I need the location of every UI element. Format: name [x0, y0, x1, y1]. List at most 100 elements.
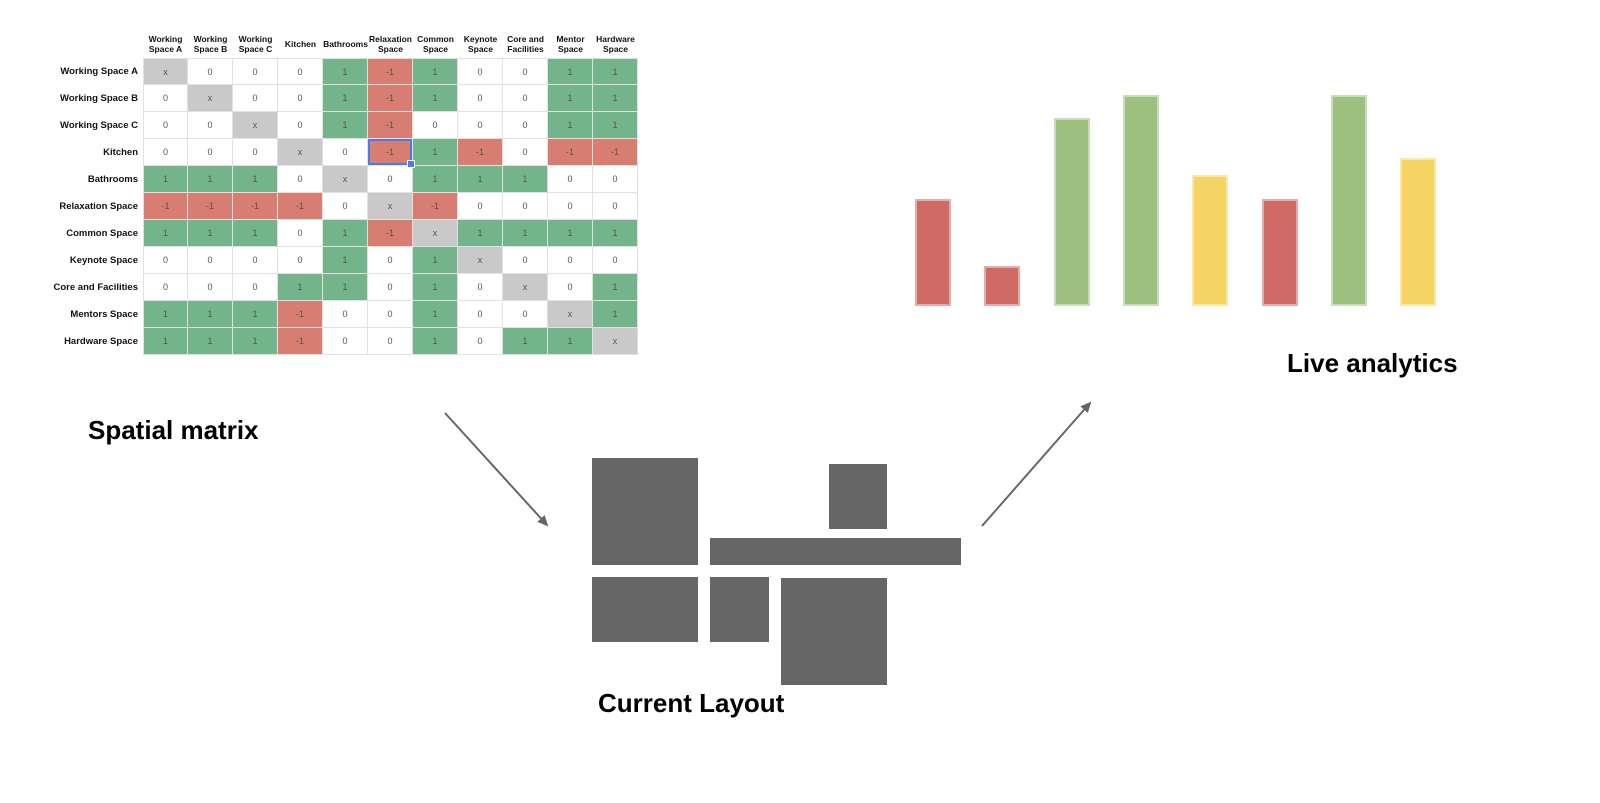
matrix-cell[interactable]: 0 — [143, 139, 188, 166]
matrix-cell[interactable]: x — [188, 85, 233, 112]
matrix-cell[interactable]: 0 — [143, 112, 188, 139]
matrix-cell[interactable]: 0 — [233, 139, 278, 166]
matrix-cell[interactable]: -1 — [233, 193, 278, 220]
matrix-cell[interactable]: 0 — [368, 328, 413, 355]
matrix-cell[interactable]: 0 — [323, 193, 368, 220]
matrix-cell[interactable]: 1 — [143, 328, 188, 355]
matrix-cell[interactable]: 1 — [503, 328, 548, 355]
matrix-cell[interactable]: 1 — [548, 112, 593, 139]
matrix-cell[interactable]: 0 — [503, 193, 548, 220]
matrix-cell[interactable]: 0 — [188, 112, 233, 139]
matrix-cell[interactable]: 0 — [458, 112, 503, 139]
matrix-cell[interactable]: 0 — [368, 247, 413, 274]
matrix-cell[interactable]: 1 — [593, 301, 638, 328]
matrix-cell[interactable]: 1 — [278, 274, 323, 301]
matrix-cell[interactable]: 1 — [323, 58, 368, 85]
matrix-cell[interactable]: 1 — [413, 301, 458, 328]
matrix-cell[interactable]: 1 — [188, 220, 233, 247]
matrix-cell[interactable]: 1 — [143, 220, 188, 247]
matrix-cell[interactable]: x — [458, 247, 503, 274]
matrix-cell[interactable]: 0 — [368, 274, 413, 301]
matrix-cell[interactable]: 1 — [143, 166, 188, 193]
matrix-cell[interactable]: -1 — [278, 193, 323, 220]
matrix-cell[interactable]: 1 — [413, 58, 458, 85]
matrix-cell[interactable]: 1 — [593, 85, 638, 112]
matrix-cell[interactable]: 1 — [413, 328, 458, 355]
matrix-cell[interactable]: 1 — [503, 220, 548, 247]
matrix-cell[interactable]: 1 — [413, 166, 458, 193]
matrix-cell[interactable]: 0 — [323, 139, 368, 166]
matrix-cell[interactable]: -1 — [278, 328, 323, 355]
matrix-cell[interactable]: 0 — [503, 112, 548, 139]
matrix-cell[interactable]: 0 — [458, 274, 503, 301]
matrix-cell[interactable]: 0 — [593, 247, 638, 274]
matrix-cell[interactable]: 1 — [458, 166, 503, 193]
matrix-cell[interactable]: 1 — [548, 58, 593, 85]
matrix-cell[interactable]: -1 — [368, 85, 413, 112]
matrix-cell[interactable]: 0 — [143, 247, 188, 274]
matrix-cell[interactable]: 1 — [323, 85, 368, 112]
matrix-cell[interactable]: 0 — [548, 166, 593, 193]
matrix-cell[interactable]: 0 — [503, 58, 548, 85]
matrix-cell[interactable]: 1 — [503, 166, 548, 193]
matrix-cell[interactable]: 0 — [593, 166, 638, 193]
matrix-cell[interactable]: 1 — [323, 220, 368, 247]
matrix-cell[interactable]: 1 — [548, 328, 593, 355]
matrix-cell[interactable]: x — [278, 139, 323, 166]
matrix-cell[interactable]: 0 — [188, 274, 233, 301]
matrix-cell[interactable]: 1 — [593, 220, 638, 247]
matrix-cell[interactable]: 0 — [368, 301, 413, 328]
matrix-cell[interactable]: -1 — [368, 58, 413, 85]
matrix-cell[interactable]: 1 — [593, 274, 638, 301]
matrix-cell[interactable]: 0 — [323, 301, 368, 328]
matrix-cell[interactable]: 0 — [548, 274, 593, 301]
matrix-cell[interactable]: 0 — [503, 85, 548, 112]
matrix-cell[interactable]: -1 — [368, 220, 413, 247]
matrix-cell[interactable]: 0 — [458, 193, 503, 220]
matrix-cell[interactable]: -1 — [548, 139, 593, 166]
matrix-cell[interactable]: -1 — [278, 301, 323, 328]
matrix-cell[interactable]: 1 — [233, 220, 278, 247]
matrix-cell[interactable]: 1 — [413, 247, 458, 274]
matrix-cell[interactable]: 1 — [323, 274, 368, 301]
matrix-cell[interactable]: -1 — [368, 139, 415, 168]
matrix-cell[interactable]: -1 — [458, 139, 503, 166]
matrix-cell[interactable]: 0 — [458, 85, 503, 112]
matrix-cell[interactable]: x — [233, 112, 278, 139]
matrix-cell[interactable]: 0 — [323, 328, 368, 355]
matrix-cell[interactable]: 1 — [188, 166, 233, 193]
matrix-cell[interactable]: 0 — [188, 58, 233, 85]
matrix-cell[interactable]: 0 — [188, 139, 233, 166]
matrix-cell[interactable]: x — [413, 220, 458, 247]
matrix-cell[interactable]: x — [368, 193, 413, 220]
matrix-cell[interactable]: 0 — [548, 193, 593, 220]
matrix-cell[interactable]: 0 — [233, 247, 278, 274]
matrix-cell[interactable]: 1 — [323, 247, 368, 274]
matrix-cell[interactable]: -1 — [143, 193, 188, 220]
matrix-cell[interactable]: 1 — [548, 85, 593, 112]
matrix-cell[interactable]: 0 — [503, 301, 548, 328]
matrix-cell[interactable]: 0 — [278, 58, 323, 85]
matrix-cell[interactable]: 0 — [548, 247, 593, 274]
matrix-cell[interactable]: 1 — [413, 139, 458, 166]
matrix-cell[interactable]: 1 — [143, 301, 188, 328]
matrix-cell[interactable]: 1 — [413, 274, 458, 301]
matrix-cell[interactable]: 0 — [188, 247, 233, 274]
matrix-cell[interactable]: -1 — [413, 193, 458, 220]
matrix-cell[interactable]: 0 — [413, 112, 458, 139]
matrix-cell[interactable]: 0 — [143, 274, 188, 301]
matrix-cell[interactable]: x — [548, 301, 593, 328]
matrix-cell[interactable]: 0 — [143, 85, 188, 112]
matrix-cell[interactable]: x — [593, 328, 638, 355]
selection-fill-handle[interactable] — [407, 160, 415, 168]
matrix-cell[interactable]: 0 — [233, 274, 278, 301]
matrix-cell[interactable]: 1 — [593, 58, 638, 85]
matrix-cell[interactable]: 0 — [278, 112, 323, 139]
matrix-cell[interactable]: 0 — [278, 166, 323, 193]
matrix-cell[interactable]: 1 — [323, 112, 368, 139]
matrix-cell[interactable]: 1 — [548, 220, 593, 247]
matrix-cell[interactable]: 1 — [413, 85, 458, 112]
matrix-cell[interactable]: 0 — [458, 58, 503, 85]
matrix-cell[interactable]: 0 — [233, 85, 278, 112]
matrix-cell[interactable]: 0 — [368, 166, 413, 193]
